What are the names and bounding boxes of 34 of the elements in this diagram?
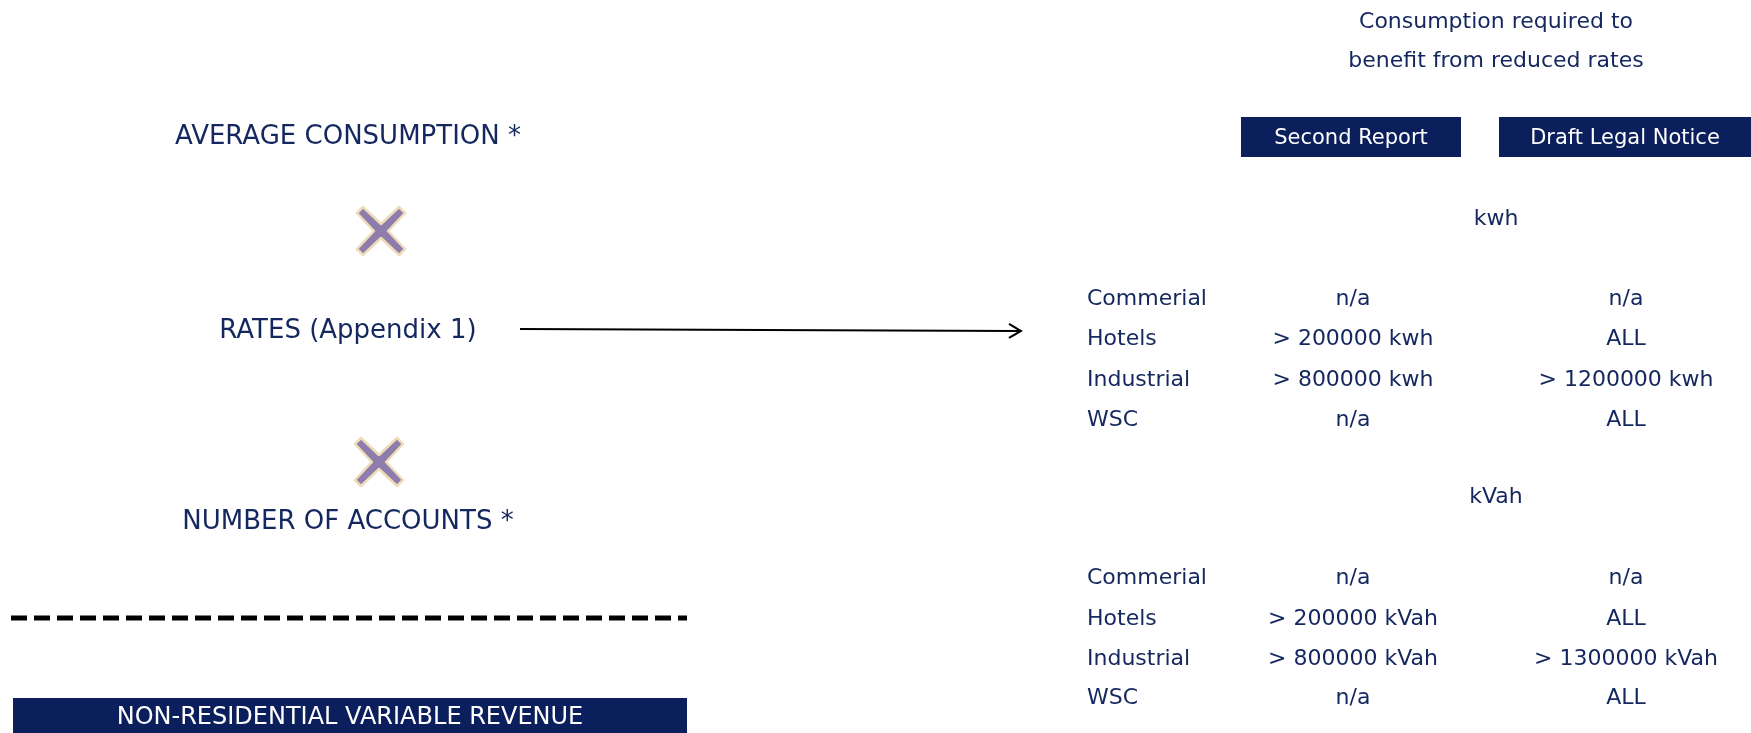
table-value: ALL bbox=[1606, 405, 1646, 433]
table-value: n/a bbox=[1335, 284, 1371, 312]
table-value: > 200000 kwh bbox=[1272, 324, 1434, 352]
table-value: n/a bbox=[1608, 284, 1644, 312]
column-header: Draft Legal Notice bbox=[1499, 117, 1751, 157]
row-label: Hotels bbox=[1087, 324, 1157, 352]
row-label: WSC bbox=[1087, 405, 1139, 433]
table-value: n/a bbox=[1335, 683, 1371, 711]
unit-label: kVah bbox=[1469, 482, 1523, 510]
table-value: ALL bbox=[1606, 324, 1646, 352]
factor-label: AVERAGE CONSUMPTION * bbox=[175, 120, 521, 152]
arrow bbox=[519, 322, 1022, 339]
row-label: WSC bbox=[1087, 683, 1139, 711]
table-value: > 800000 kVah bbox=[1268, 644, 1438, 672]
row-label: Commerial bbox=[1087, 284, 1207, 312]
table-value: n/a bbox=[1335, 563, 1371, 591]
row-label: Industrial bbox=[1087, 365, 1191, 393]
table-value: > 800000 kwh bbox=[1272, 365, 1434, 393]
column-header: Second Report bbox=[1241, 117, 1461, 157]
table-value: > 1300000 kVah bbox=[1534, 644, 1718, 672]
table-value: > 200000 kVah bbox=[1268, 604, 1438, 632]
table-value: n/a bbox=[1335, 405, 1371, 433]
table-value: > 1200000 kwh bbox=[1538, 365, 1714, 393]
heading: Consumption required to benefit from reduced rates bbox=[1347, 7, 1645, 74]
unit-label: kwh bbox=[1473, 204, 1519, 232]
row-label: Hotels bbox=[1087, 604, 1157, 632]
row-label: Industrial bbox=[1087, 644, 1191, 672]
table-value: n/a bbox=[1608, 563, 1644, 591]
factor-label: NUMBER OF ACCOUNTS * bbox=[182, 505, 514, 537]
table-value: ALL bbox=[1606, 683, 1646, 711]
title-band: NON-RESIDENTIAL VARIABLE REVENUE bbox=[13, 698, 687, 733]
row-label: Commerial bbox=[1087, 563, 1207, 591]
table-value: ALL bbox=[1606, 604, 1646, 632]
node-text: RATES (Appendix 1) bbox=[178, 308, 518, 350]
